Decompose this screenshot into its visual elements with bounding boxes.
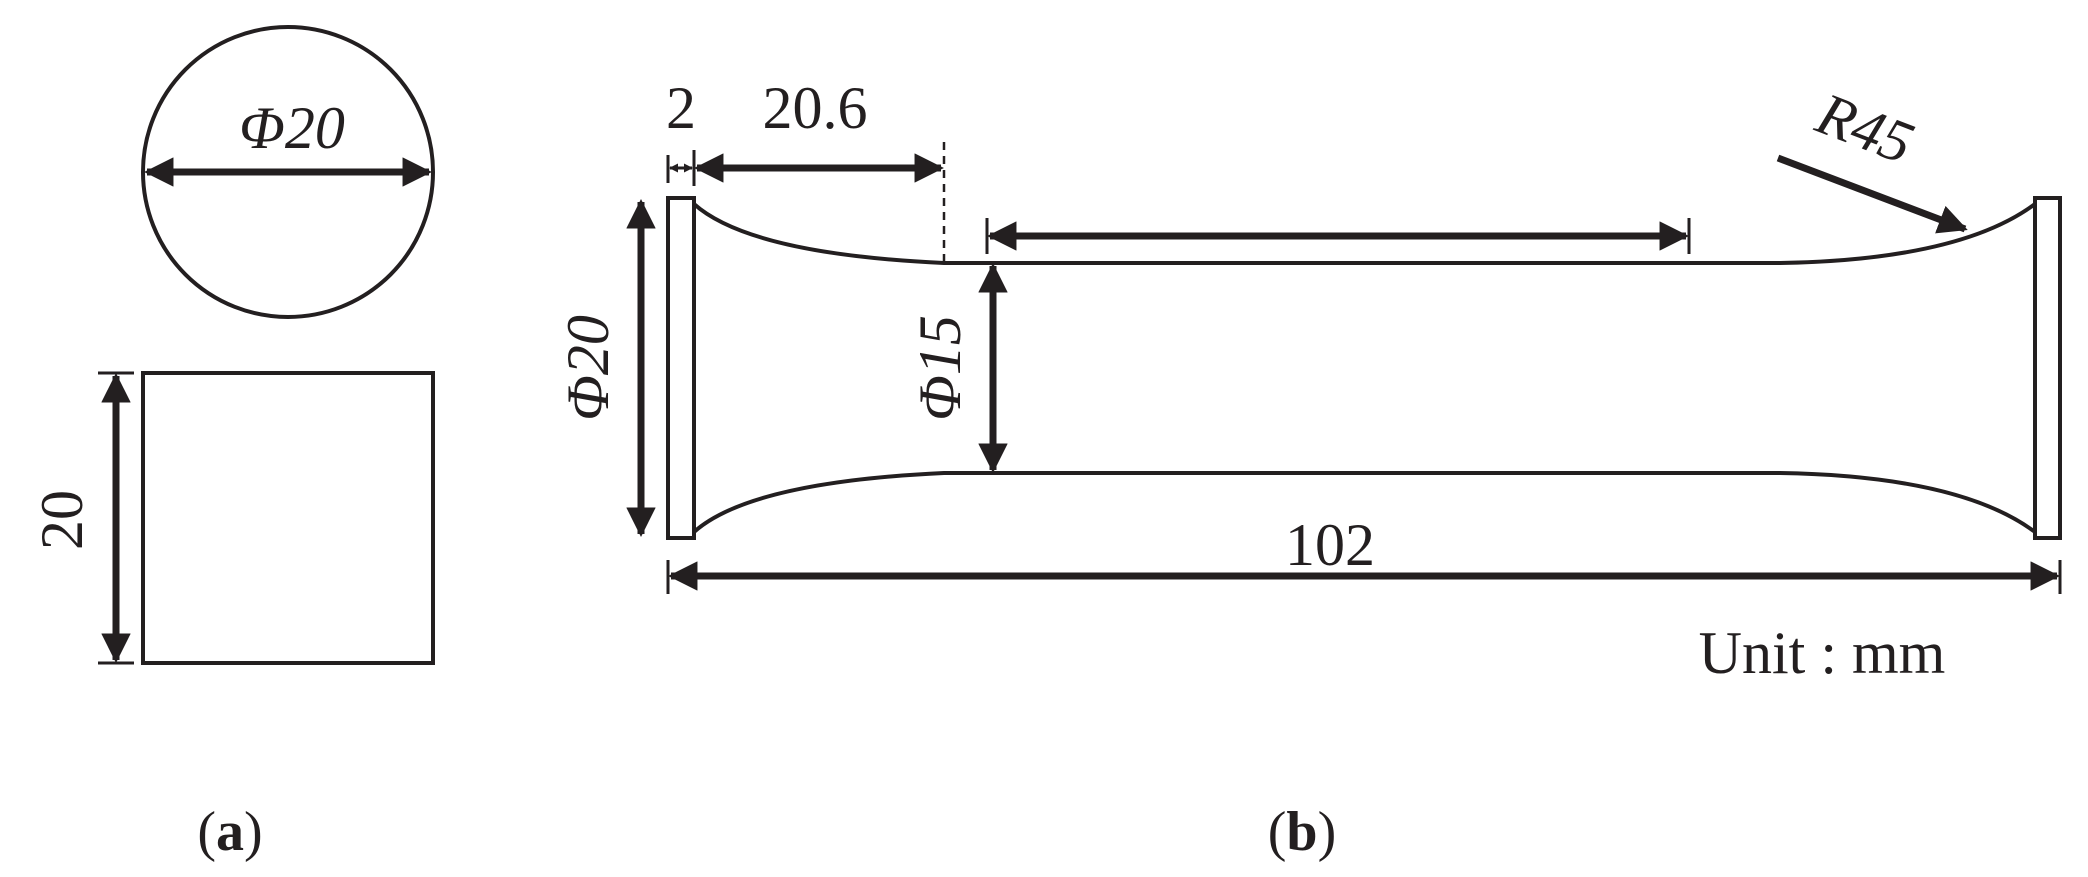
right-end-cap bbox=[2033, 196, 2062, 540]
specimen-profile-bottom bbox=[692, 471, 2037, 534]
caption-b: (b) bbox=[1268, 801, 1336, 863]
panel-a: Φ20 20 (a) bbox=[29, 25, 435, 863]
end-diameter-label: Φ20 bbox=[555, 315, 621, 421]
cube-side-label: 20 bbox=[29, 490, 95, 550]
unit-label: Unit : mm bbox=[1699, 620, 1946, 686]
disc-outline bbox=[141, 25, 435, 319]
radius-leader-arrow bbox=[1776, 154, 1968, 234]
radius-label: R45 bbox=[1807, 80, 1922, 177]
taper-length-label: 20.6 bbox=[763, 75, 868, 141]
panel-b: 2 20.6 R45 Φ20 Φ15 102 Unit : mm (b) bbox=[555, 75, 2062, 863]
cube-outline bbox=[141, 371, 435, 665]
total-length-label: 102 bbox=[1285, 512, 1375, 578]
left-end-cap bbox=[666, 196, 696, 540]
neck-diameter-label: Φ15 bbox=[907, 315, 973, 421]
caption-a: (a) bbox=[197, 801, 262, 863]
specimen-profile-top bbox=[692, 202, 2037, 265]
disc-diameter-label: Φ20 bbox=[239, 95, 345, 161]
end-width-label: 2 bbox=[666, 75, 696, 141]
